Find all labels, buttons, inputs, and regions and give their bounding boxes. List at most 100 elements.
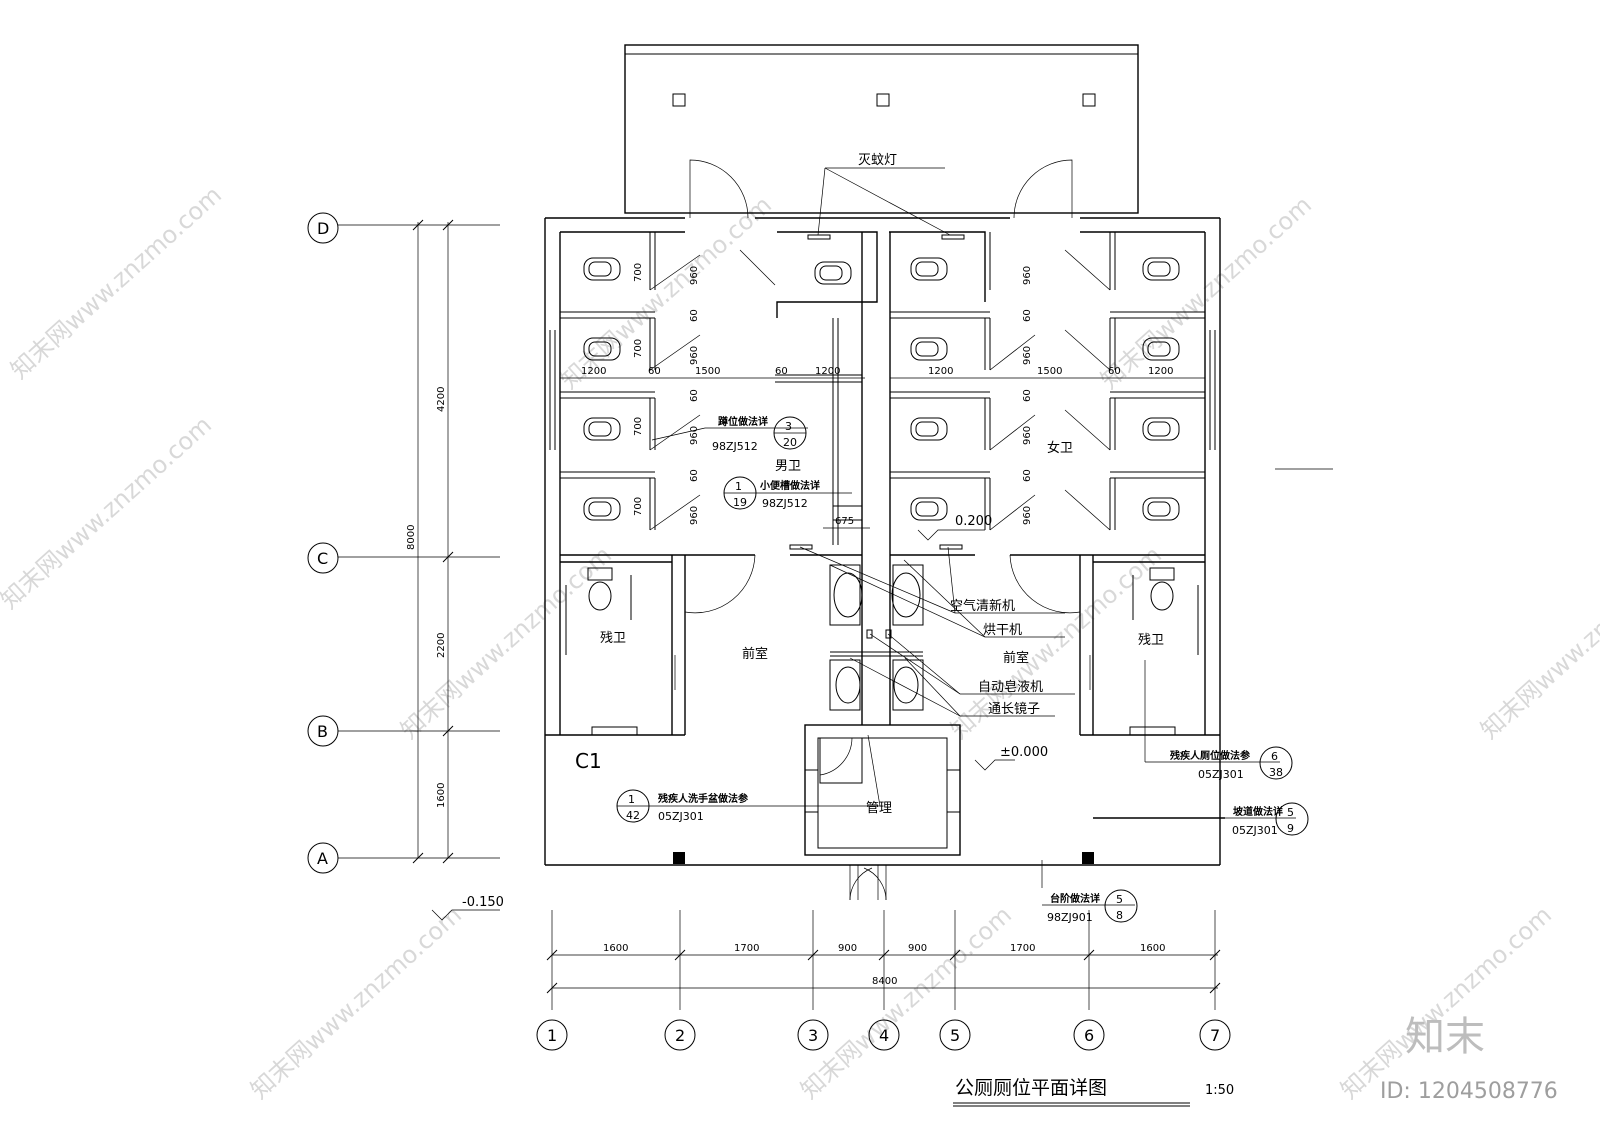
dim-horizontal-1600: 1600 [1140, 943, 1165, 954]
dim-horizontal-900: 900 [908, 943, 927, 954]
equipment-markers: 灭蚊灯 空气清新机 烘干机 自动皂液机 通长镜子 [789, 153, 1075, 717]
dim-1500: 1500 [695, 366, 720, 377]
ref-acc-basin-den: 42 [626, 809, 640, 822]
ref-steps-code: 98ZJ901 [1047, 911, 1093, 924]
room-accessible-right: 残卫 [1138, 633, 1164, 648]
watermark-layer: 知末网www.znzmo.com 知末网www.znzmo.com 知末网www… [0, 181, 1600, 1105]
watermark: 知末网www.znzmo.com [1095, 191, 1317, 395]
axis-row-b: B [317, 722, 328, 741]
dim-60: 60 [1022, 309, 1033, 322]
dim-700: 700 [633, 417, 644, 436]
ref-ramp-den: 9 [1287, 822, 1294, 835]
dim-vertical-total: 8000 [406, 525, 417, 550]
ref-steps-label: 台阶做法详 [1050, 892, 1100, 905]
axis-col-2: 2 [675, 1026, 685, 1045]
dim-1200: 1200 [1148, 366, 1173, 377]
drawing-title: 公厕厕位平面详图 1:50 [953, 1077, 1234, 1107]
brand-logo: 知末 [1405, 1014, 1485, 1060]
dim-horizontal-total: 8400 [872, 976, 897, 987]
ref-urinal-den: 19 [733, 496, 747, 509]
dim-960: 960 [689, 506, 700, 525]
ref-ramp-num: 5 [1287, 806, 1294, 819]
dim-60: 60 [689, 469, 700, 482]
dim-1200: 1200 [815, 366, 840, 377]
elevation-floor: ±0.000 [1000, 745, 1048, 760]
axis-row-d: D [317, 219, 329, 238]
basins [819, 564, 924, 784]
ref-acc-toilet-den: 38 [1269, 766, 1283, 779]
ref-acc-basin-num: 1 [628, 793, 635, 806]
label-hand-dryer: 烘干机 [983, 623, 1022, 638]
grid-axes: D C B A 1 2 3 4 5 6 7 [307, 212, 1333, 1051]
window-tag-c1: C1 [575, 749, 602, 773]
label-mirror: 通长镜子 [988, 702, 1040, 717]
ref-steps-num: 5 [1116, 893, 1123, 906]
dim-960: 960 [1022, 506, 1033, 525]
watermark: 知末网www.znzmo.com [555, 191, 777, 395]
detail-references: 蹲位做法详 98ZJ512 3 20 1 19 小便槽做法详 98ZJ512 1… [616, 415, 1309, 924]
elevation-step: 0.200 [955, 514, 992, 529]
dim-60: 60 [1022, 389, 1033, 402]
dim-960: 960 [689, 426, 700, 445]
watermark: 知末网www.znzmo.com [5, 181, 227, 385]
watermark: 知末网www.znzmo.com [0, 411, 217, 615]
dim-700: 700 [633, 339, 644, 358]
elevation-outside: -0.150 [462, 895, 504, 910]
watermark: 知末网www.znzmo.com [395, 541, 617, 745]
dim-60: 60 [775, 366, 788, 377]
dim-vertical-4200: 4200 [436, 387, 447, 412]
room-male-wc: 男卫 [775, 459, 801, 474]
ref-acc-toilet-label: 残疾人厕位做法参 [1170, 749, 1250, 762]
female-stalls [890, 232, 1205, 531]
ref-squat-label: 蹲位做法详 [718, 415, 768, 428]
horizontal-dimensions: 1600 1700 900 900 1700 1600 8400 [546, 910, 1221, 1010]
dim-vertical-1600: 1600 [436, 783, 447, 808]
dim-60: 60 [689, 389, 700, 402]
axis-col-6: 6 [1084, 1026, 1094, 1045]
room-management: 管理 [866, 801, 892, 816]
dim-60: 60 [648, 366, 661, 377]
room-labels: 男卫 女卫 残卫 残卫 前室 前室 管理 C1 [575, 440, 1164, 816]
axis-col-7: 7 [1210, 1026, 1220, 1045]
room-lobby-left: 前室 [742, 646, 768, 662]
dim-vertical-2200: 2200 [436, 633, 447, 658]
ref-acc-toilet-code: 05ZJ301 [1198, 768, 1244, 781]
dim-960: 960 [689, 346, 700, 365]
dim-horizontal-1700: 1700 [1010, 943, 1035, 954]
axis-col-1: 1 [547, 1026, 557, 1045]
accessible-fixtures [565, 567, 1199, 655]
dim-700: 700 [633, 263, 644, 282]
windows [549, 330, 1216, 736]
dim-60: 60 [1108, 366, 1121, 377]
label-mosquito-lamp: 灭蚊灯 [858, 153, 897, 168]
ref-squat-code: 98ZJ512 [712, 440, 758, 453]
axis-col-3: 3 [808, 1026, 818, 1045]
dim-960: 960 [1022, 266, 1033, 285]
ref-urinal-label: 小便槽做法详 [759, 479, 820, 492]
dim-60: 60 [689, 309, 700, 322]
dim-60: 60 [1022, 469, 1033, 482]
watermark: 知末网www.znzmo.com [1335, 901, 1557, 1105]
vertical-dimensions: 8000 4200 2200 1600 [406, 219, 500, 864]
ref-ramp-label: 坡道做法详 [1233, 805, 1283, 818]
dim-960: 960 [1022, 346, 1033, 365]
room-female-wc: 女卫 [1047, 440, 1073, 456]
dim-1200: 1200 [581, 366, 606, 377]
dim-1500: 1500 [1037, 366, 1062, 377]
brand-mark: 知末 ID: 1204508776 [1380, 1014, 1558, 1104]
axis-row-a: A [317, 849, 328, 868]
title-scale: 1:50 [1205, 1083, 1234, 1098]
label-air-freshener: 空气清新机 [950, 598, 1015, 614]
ref-acc-toilet-num: 6 [1271, 750, 1278, 763]
dim-675: 675 [835, 516, 854, 527]
dim-700: 700 [633, 497, 644, 516]
room-accessible-left: 残卫 [600, 631, 626, 646]
ref-urinal-code: 98ZJ512 [762, 497, 808, 510]
dim-horizontal-1700: 1700 [734, 943, 759, 954]
interior-dimensions: 1200 60 1500 60 1200 1200 1500 60 1200 6… [560, 263, 1205, 529]
ref-acc-basin-label: 残疾人洗手盆做法参 [658, 792, 748, 805]
ref-squat-den: 20 [783, 436, 797, 449]
room-lobby-right: 前室 [1003, 650, 1029, 666]
watermark: 知末网www.znzmo.com [795, 901, 1017, 1105]
